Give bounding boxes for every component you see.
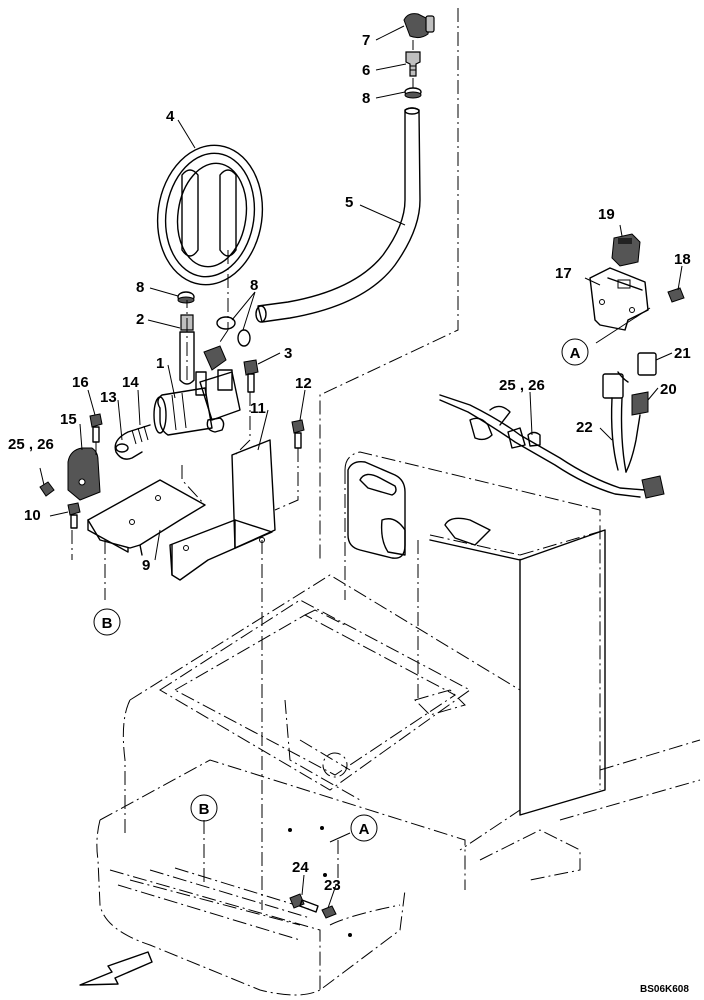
cab-outline — [96, 8, 701, 996]
ref-B-upper: B — [102, 615, 113, 632]
clamp-8-right — [216, 316, 251, 347]
assembly-lines — [71, 40, 414, 910]
label-15: 15 — [60, 411, 77, 428]
ref-circle-A-lower — [350, 814, 378, 842]
pump-assembly — [153, 345, 241, 436]
ref-circle-A-upper — [561, 338, 589, 366]
bracket-15 — [67, 447, 101, 501]
nipple-6 — [405, 51, 421, 77]
ref-circle-B-lower — [190, 794, 218, 822]
floor-holes — [288, 826, 352, 937]
label-20: 20 — [660, 381, 677, 398]
label-11: 11 — [250, 400, 266, 417]
label-13: 13 — [100, 389, 117, 406]
clip-25-26-left — [39, 481, 55, 497]
bracket-9 — [87, 479, 206, 556]
bolt-24 — [289, 893, 319, 913]
drawing-code: BS06K608 — [640, 984, 689, 995]
label-16: 16 — [72, 374, 89, 391]
clip-23 — [321, 905, 337, 919]
label-25-26-left: 25 , 26 — [8, 436, 54, 453]
ref-B-lower: B — [199, 801, 210, 818]
label-4: 4 — [166, 108, 175, 125]
label-7: 7 — [362, 32, 370, 49]
label-8-right: 8 — [250, 277, 258, 294]
label-18: 18 — [674, 251, 691, 268]
label-8-top: 8 — [362, 90, 370, 107]
front-direction-arrow — [79, 951, 153, 986]
ref-A-lower: A — [359, 821, 370, 838]
bolt-16 — [89, 413, 103, 443]
label-23: 23 — [324, 877, 341, 894]
label-5: 5 — [345, 194, 353, 211]
switch-19 — [611, 233, 641, 267]
ref-circle-B-upper — [93, 608, 121, 636]
seat-outline — [347, 460, 606, 816]
panel-bracket-17 — [589, 267, 649, 331]
bolt-12 — [291, 419, 305, 449]
label-6: 6 — [362, 62, 370, 79]
label-24: 24 — [292, 859, 309, 876]
label-2: 2 — [136, 311, 144, 328]
label-8-left: 8 — [136, 279, 144, 296]
label-12: 12 — [295, 375, 312, 392]
label-14: 14 — [122, 374, 139, 391]
label-19: 19 — [598, 206, 615, 223]
elbow-fitting-7 — [403, 13, 435, 39]
label-3: 3 — [284, 345, 292, 362]
hose-coil — [156, 144, 264, 286]
relay-20 — [602, 373, 649, 416]
ref-A-upper: A — [570, 345, 581, 362]
bolt-10 — [67, 502, 81, 529]
screw-18 — [667, 287, 685, 303]
clamp-8-left — [177, 291, 195, 304]
leader-lines — [39, 25, 683, 909]
bolt-3 — [243, 359, 259, 393]
label-17: 17 — [555, 265, 572, 282]
bracket-11 — [169, 439, 276, 581]
label-22: 22 — [576, 419, 593, 436]
harness-22 — [439, 371, 665, 499]
clamp-8-top — [404, 87, 422, 99]
label-1: 1 — [156, 355, 164, 372]
label-10: 10 — [24, 507, 41, 524]
cable-13-14 — [114, 424, 151, 460]
hose-5 — [255, 107, 421, 323]
connector-21 — [637, 352, 657, 376]
label-25-26-right: 25 , 26 — [499, 377, 545, 394]
label-21: 21 — [674, 345, 691, 362]
label-9: 9 — [142, 557, 150, 574]
